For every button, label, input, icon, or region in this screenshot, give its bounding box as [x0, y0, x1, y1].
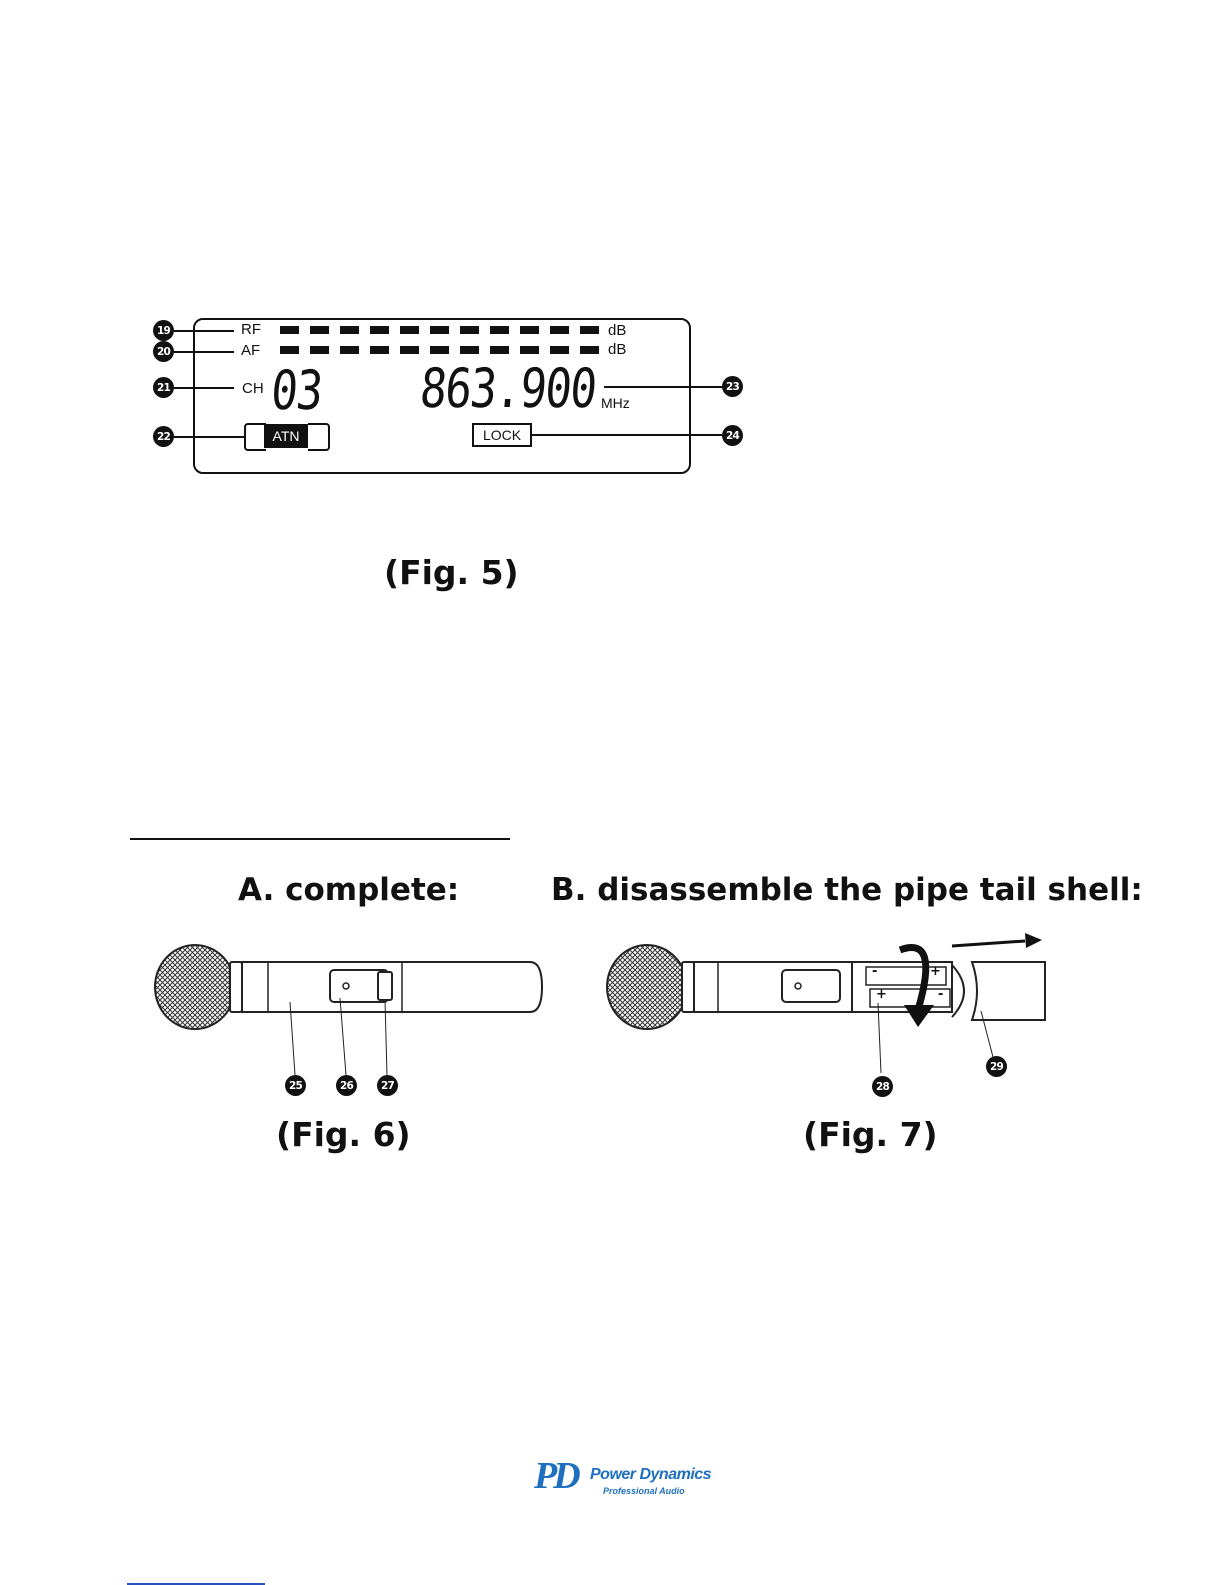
- atn-bracket-right: [308, 423, 330, 451]
- callout-24: 24: [722, 425, 743, 446]
- rf-segment: [280, 326, 299, 334]
- leader-line-19: [174, 330, 234, 332]
- leader-line-23: [604, 386, 724, 388]
- af-segment: [580, 346, 599, 354]
- callout-21: 21: [153, 377, 174, 398]
- battery-top-minus: -: [872, 964, 877, 979]
- atn-bracket-left: [244, 423, 266, 451]
- lock-label: LOCK: [483, 427, 521, 443]
- callout-26: 26: [336, 1075, 357, 1096]
- callout-29: 29: [986, 1056, 1007, 1077]
- fig7-caption: (Fig. 7): [803, 1115, 938, 1154]
- fig5-caption: (Fig. 5): [384, 553, 519, 592]
- af-segment: [430, 346, 449, 354]
- mhz-unit: MHz: [601, 395, 630, 411]
- rf-level-meter: [280, 326, 599, 334]
- leader-line-24: [530, 434, 722, 436]
- logo-tagline: Professional Audio: [603, 1486, 685, 1496]
- rf-segment: [400, 326, 419, 334]
- battery-top-plus: +: [930, 964, 941, 979]
- logo-mark: PD: [534, 1454, 577, 1498]
- channel-number: 03: [269, 359, 324, 422]
- callout-20: 20: [153, 341, 174, 362]
- leader-line-21: [174, 387, 234, 389]
- leader-line-20: [174, 351, 234, 353]
- callout-22: 22: [153, 426, 174, 447]
- af-segment: [520, 346, 539, 354]
- ch-label: CH: [242, 380, 264, 397]
- af-level-meter: [280, 346, 599, 354]
- rf-segment: [520, 326, 539, 334]
- section-underline: [130, 838, 510, 840]
- callout-19: 19: [153, 320, 174, 341]
- section-title-b: B. disassemble the pipe tail shell:: [551, 872, 1143, 908]
- rf-segment: [370, 326, 389, 334]
- rf-segment: [490, 326, 509, 334]
- logo-name: Power Dynamics: [590, 1466, 711, 1484]
- af-segment: [340, 346, 359, 354]
- af-db-unit: dB: [608, 341, 626, 358]
- atn-indicator: ATN: [264, 424, 308, 448]
- rf-segment: [460, 326, 479, 334]
- rf-segment: [430, 326, 449, 334]
- battery-bottom-minus: -: [938, 987, 943, 1002]
- atn-label: ATN: [273, 428, 300, 444]
- rf-db-unit: dB: [608, 322, 626, 339]
- af-segment: [400, 346, 419, 354]
- af-segment: [550, 346, 569, 354]
- callout-28: 28: [872, 1076, 893, 1097]
- battery-bottom-plus: +: [876, 987, 887, 1002]
- af-segment: [460, 346, 479, 354]
- frequency-readout: 863.900: [418, 357, 599, 420]
- section-title-a: A. complete:: [238, 872, 459, 908]
- fig6-caption: (Fig. 6): [276, 1115, 411, 1154]
- callout-23: 23: [722, 376, 743, 397]
- af-segment: [310, 346, 329, 354]
- rf-segment: [550, 326, 569, 334]
- callout-27: 27: [377, 1075, 398, 1096]
- leader-line-22: [174, 436, 244, 438]
- lock-indicator: LOCK: [472, 423, 532, 447]
- footnote-rule: [127, 1583, 265, 1585]
- af-segment: [280, 346, 299, 354]
- rf-segment: [580, 326, 599, 334]
- af-label: AF: [241, 342, 260, 359]
- af-segment: [370, 346, 389, 354]
- rf-label: RF: [241, 321, 261, 338]
- callout-25: 25: [285, 1075, 306, 1096]
- af-segment: [490, 346, 509, 354]
- rf-segment: [310, 326, 329, 334]
- rf-segment: [340, 326, 359, 334]
